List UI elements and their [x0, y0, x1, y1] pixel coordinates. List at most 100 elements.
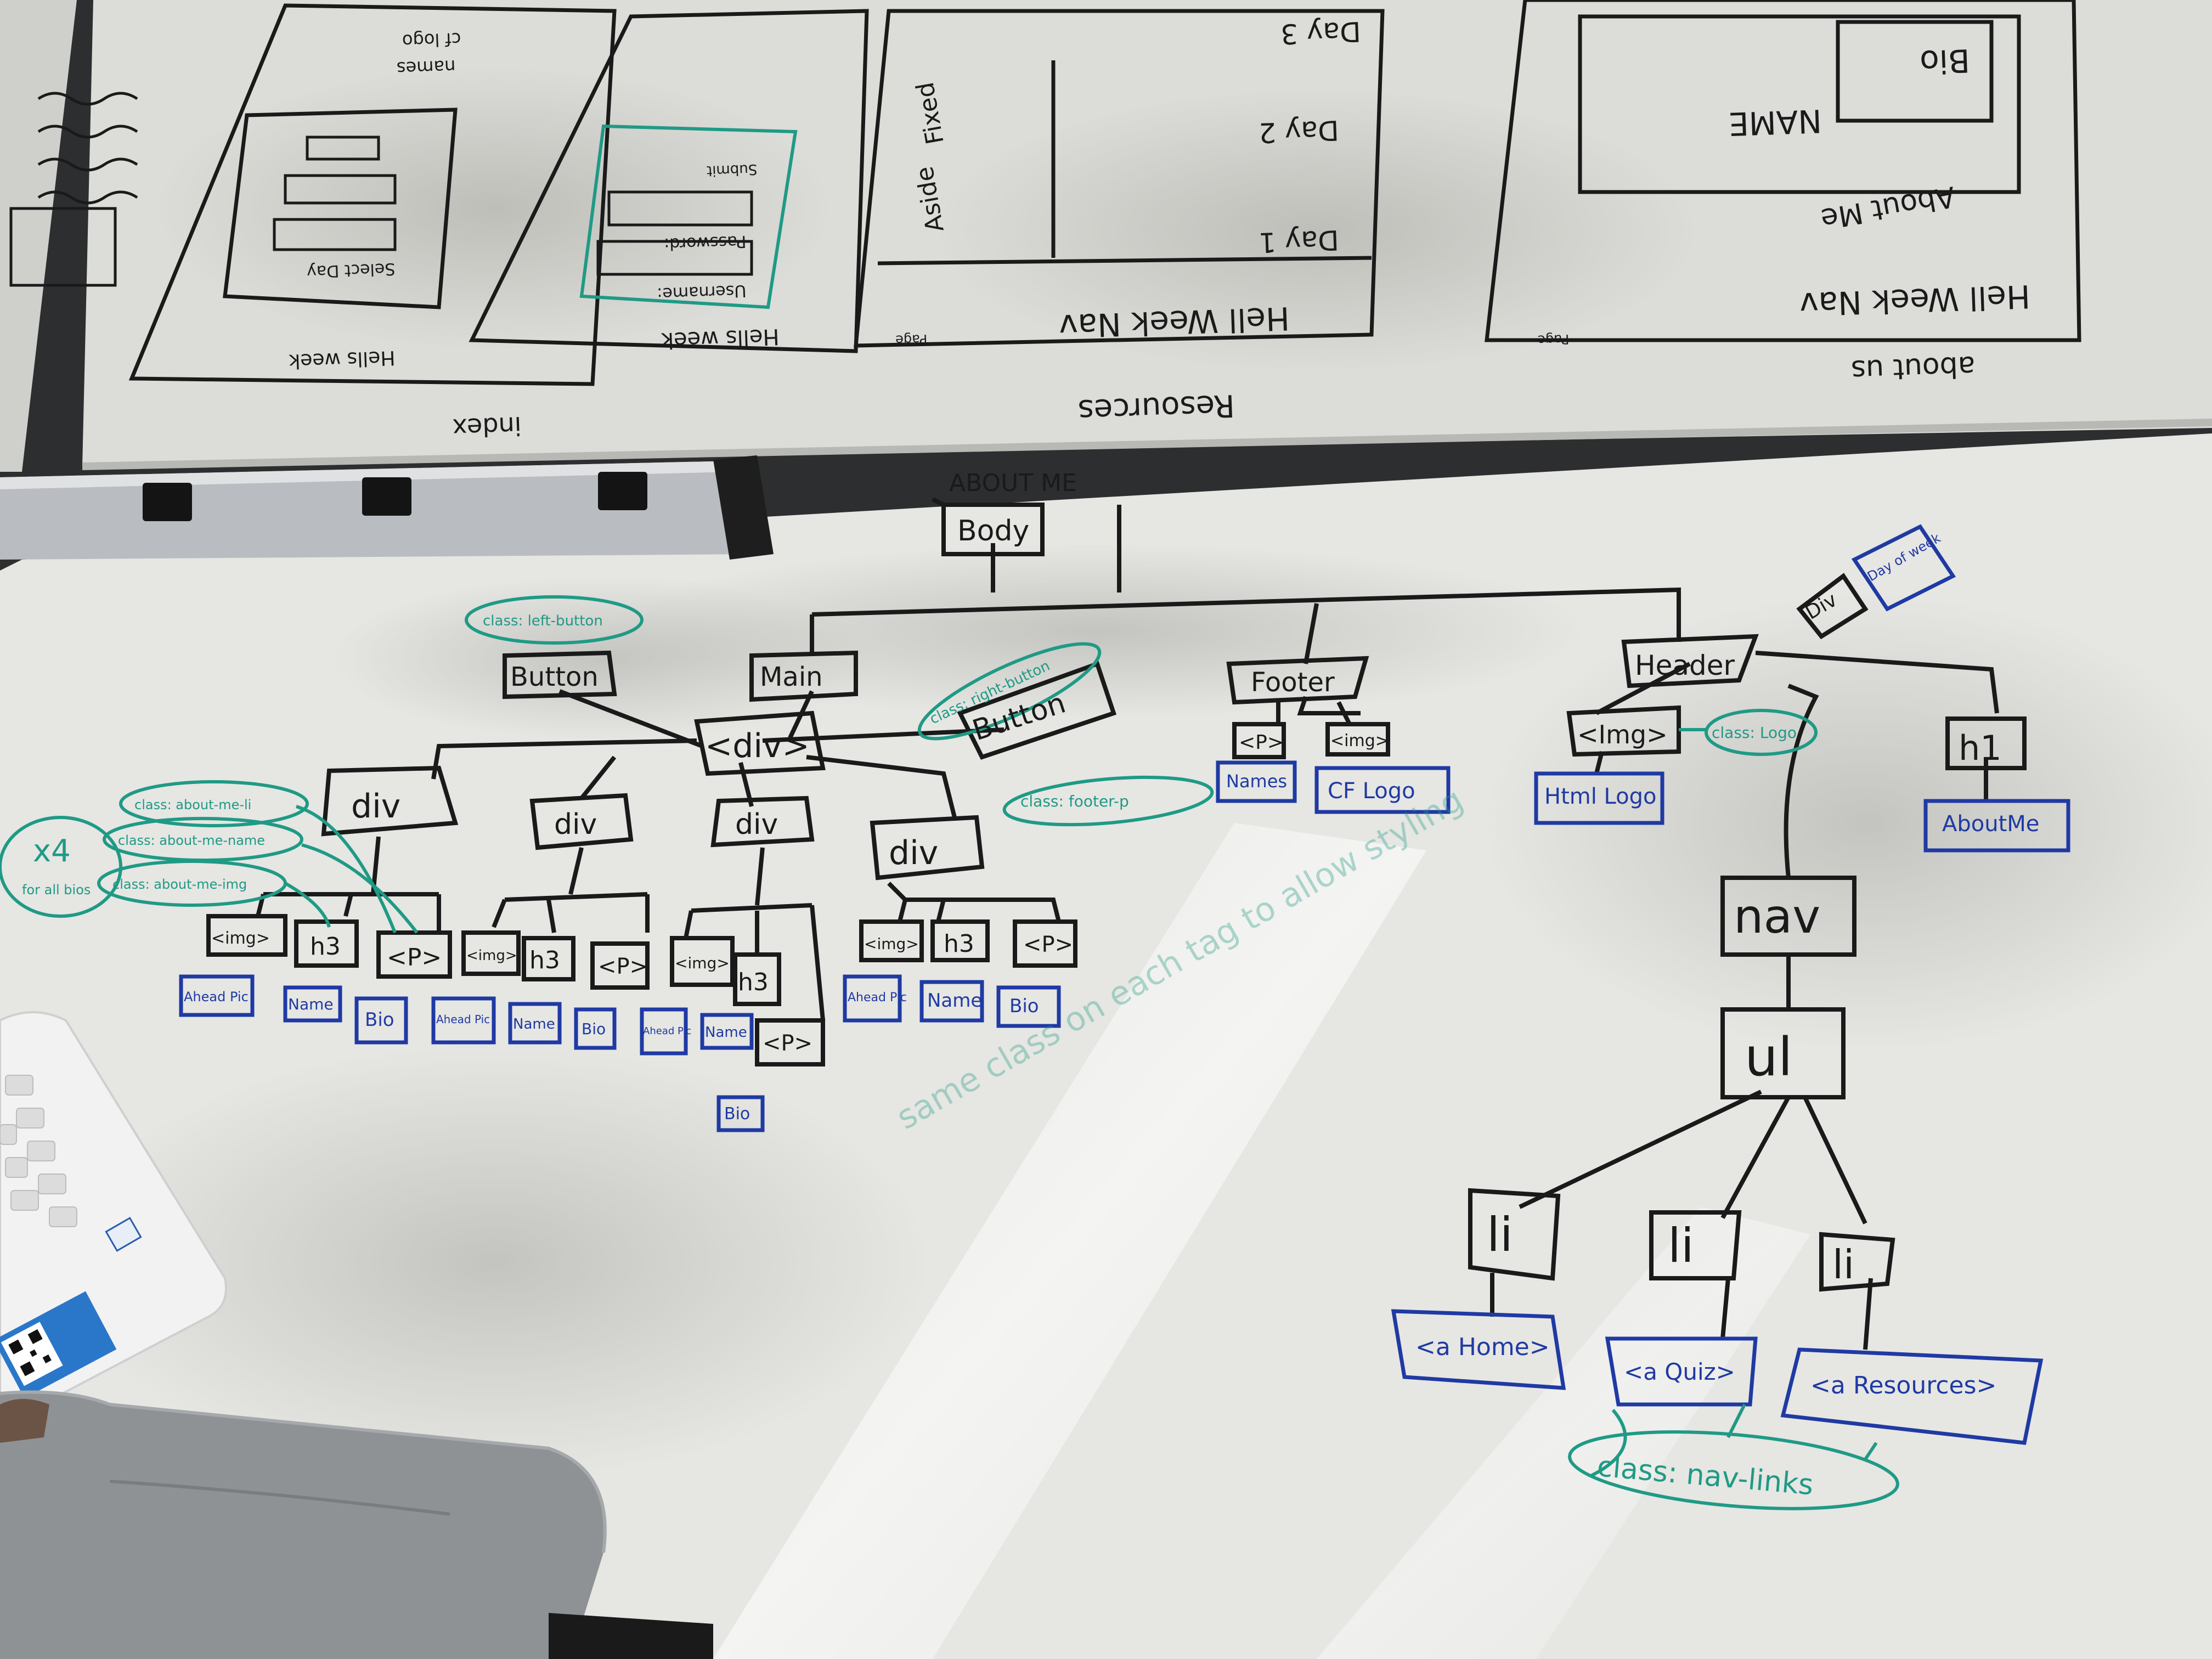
node-footer-p: <P> — [1239, 731, 1284, 754]
node-li3-box — [1819, 1232, 1895, 1292]
label-cf-logo: cf logo — [402, 29, 461, 52]
leaf-h3-3: h3 — [738, 968, 769, 996]
blue-ahead-pic-2-box — [431, 996, 496, 1045]
blue-day-of-week-box — [1851, 524, 1956, 612]
blue-name-2-box — [508, 1002, 562, 1045]
label-about-us: about us — [1850, 349, 1976, 387]
blue-ahead-pic-2: Ahead Pic — [436, 1013, 490, 1026]
class-nav-links-bubble — [1568, 1430, 1899, 1510]
leaf-h3-1: h3 — [310, 933, 341, 961]
lower-whiteboard — [0, 433, 2212, 1659]
blue-a-home-box — [1391, 1309, 1566, 1390]
blue-about-me: AboutMe — [1942, 811, 2039, 837]
blue-a-quiz: <a Quiz> — [1624, 1358, 1735, 1385]
node-div3: div — [735, 808, 778, 841]
blue-name-2: Name — [513, 1016, 555, 1032]
node-nav: nav — [1734, 889, 1820, 944]
label-resources: Resources — [1077, 387, 1235, 428]
node-button-left: Button — [510, 662, 599, 692]
blue-a-quiz-box — [1605, 1336, 1758, 1407]
blue-ahead-pic-3: Ahead Pic — [643, 1025, 691, 1037]
node-div4: div — [889, 834, 938, 872]
class-footer: class: footer-p — [1020, 792, 1129, 810]
node-div2-box — [529, 793, 634, 850]
leaf-h3-2: h3 — [529, 946, 560, 974]
node-li3: li — [1832, 1242, 1854, 1288]
node-footer: Footer — [1251, 667, 1335, 698]
node-button-right-box — [957, 661, 1117, 760]
label-submit: Submit — [707, 161, 758, 179]
node-button-left-box — [503, 650, 617, 699]
node-footer-p-box — [1232, 722, 1286, 759]
blue-bio-3-box — [716, 1095, 765, 1132]
node-li2: li — [1668, 1218, 1694, 1273]
node-div-main: <div> — [705, 727, 810, 765]
label-name: NAME — [1728, 102, 1822, 143]
blue-bio-2-box — [574, 1007, 617, 1050]
leaf-h3-3-box — [733, 952, 781, 1006]
blue-ahead-pic-4-box — [843, 974, 902, 1023]
leaf-h3-4-box — [930, 919, 990, 962]
leaf-img-1: <img> — [211, 929, 270, 948]
blue-bio-4-box — [996, 985, 1061, 1028]
node-div-main-box — [694, 710, 826, 776]
label-day2: Day 2 — [1258, 114, 1339, 149]
class-left-button-bubble — [465, 595, 644, 645]
blue-about-me-box — [1923, 799, 2070, 853]
blue-ahead-pic-4: Ahead Pic — [848, 991, 907, 1005]
class-footer-bubble — [1002, 775, 1214, 827]
leaf-img-1-box — [206, 914, 287, 957]
label-hells-week: Hells week — [660, 324, 780, 353]
node-div-note-box — [1796, 573, 1869, 640]
leaf-img-3-box — [670, 936, 735, 987]
class-about-me-bubble — [119, 780, 309, 827]
node-main: Main — [760, 662, 823, 692]
class-about-img: class: about-me-img — [112, 877, 247, 892]
blue-footer-cf-logo-box — [1314, 766, 1451, 814]
x4-note: x4 — [33, 833, 71, 869]
blue-footer-names: Names — [1226, 771, 1287, 792]
blue-bio-1: Bio — [365, 1009, 394, 1031]
blue-html-logo-box — [1534, 771, 1664, 825]
blue-name-4: Name — [927, 990, 982, 1012]
node-footer-img-box — [1325, 722, 1390, 757]
label-page-1: Page — [895, 331, 928, 348]
blue-name-3-box — [700, 1013, 754, 1050]
qr-sticker — [0, 1291, 117, 1398]
node-body: Body — [957, 515, 1029, 548]
blue-ahead-pic-1-box — [179, 974, 255, 1017]
label-hells-week-2: Hells week — [289, 346, 396, 373]
label-hell-week-nav: Hell Week Nav — [1058, 300, 1290, 345]
x4-bubble — [0, 816, 122, 918]
blue-bio-4: Bio — [1009, 995, 1039, 1017]
leaf-img-2-box — [461, 930, 521, 976]
leaf-p-4: <P> — [1023, 932, 1073, 957]
leaf-p-4-box — [1013, 919, 1077, 968]
class-logo: class: Logo — [1712, 724, 1797, 742]
leaf-img-2: <img> — [466, 947, 517, 964]
label-hell-week-nav-2: Hell Week Nav — [1799, 278, 2031, 323]
blue-bio-1-box — [354, 996, 408, 1045]
leaf-p-1-box — [376, 930, 452, 979]
blue-name-3: Name — [705, 1024, 747, 1041]
leaf-p-2: <P> — [598, 954, 648, 979]
class-left-button: class: left-button — [483, 613, 603, 629]
label-username: Username: — [657, 281, 747, 303]
node-footer-box — [1226, 656, 1369, 705]
leaf-p-2-box — [590, 941, 650, 990]
blue-html-logo: Html Logo — [1544, 784, 1656, 809]
label-password: Password: — [664, 232, 747, 253]
x4-sub-note: for all bios — [22, 882, 91, 898]
blue-a-resources-box — [1780, 1347, 2044, 1445]
class-logo-bubble — [1705, 709, 1818, 756]
laptop-corner — [0, 1011, 227, 1428]
node-li1-box — [1468, 1188, 1561, 1281]
leaf-h3-4: h3 — [944, 930, 974, 958]
class-right-button-bubble — [917, 642, 1102, 741]
blue-bio-2: Bio — [582, 1020, 606, 1038]
node-div2: div — [554, 808, 597, 841]
node-ul-box — [1720, 1007, 1846, 1099]
node-div1: div — [351, 787, 400, 826]
node-nav-box — [1720, 876, 1857, 957]
